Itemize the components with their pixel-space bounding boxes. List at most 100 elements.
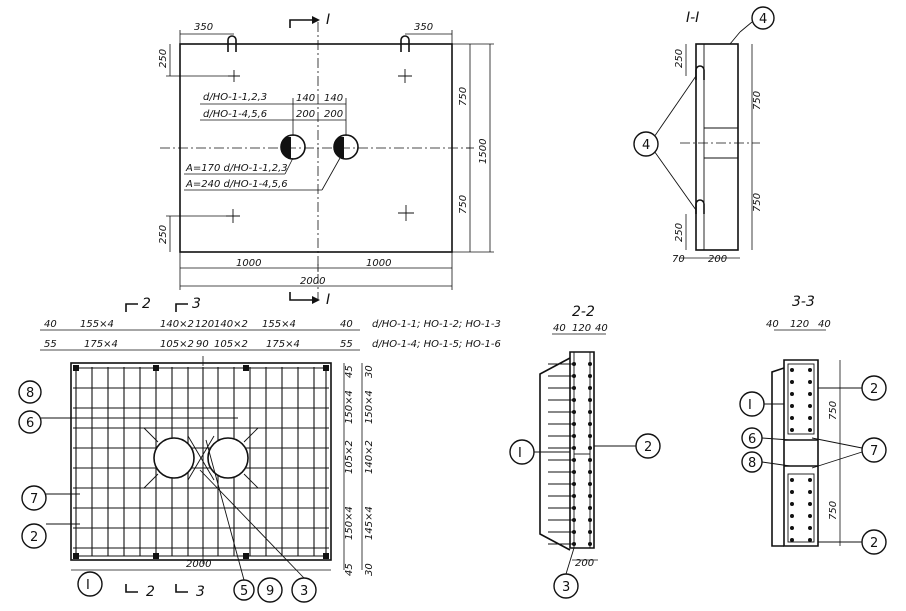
dim-sec11-foot-right: 200 [708, 254, 727, 265]
section-arrow-2-top [125, 303, 138, 312]
rebar-dot [588, 530, 592, 534]
rebar-dot [808, 392, 812, 396]
leader-line [284, 157, 294, 175]
section-I-I: I-I 250 250 750 750 70 200 4 4 [633, 6, 775, 265]
right-a-0: 45 [344, 365, 355, 378]
callout-2-sec33-top-label: 2 [870, 382, 878, 397]
callout-2-sec33-bottom-label: 2 [870, 536, 878, 551]
loop-top [695, 65, 705, 80]
section-arrow-3-bottom [175, 584, 188, 593]
rebar-dot [808, 380, 812, 384]
rebar-corner-node [153, 365, 159, 371]
rebar-corner-node [73, 365, 79, 371]
rebar-dot [588, 518, 592, 522]
callout-2 [21, 523, 47, 549]
section-2-2-bars [548, 362, 592, 546]
sec22-bottom: 200 [575, 558, 594, 569]
rebar-dot [808, 490, 812, 494]
dim-sec11-upper: 750 [752, 91, 763, 110]
callout-5-label: 5 [240, 584, 248, 599]
dim-left-bottom: 250 [158, 225, 169, 244]
callout-6-sec33-label: 6 [748, 432, 756, 447]
plan-mark-cross [398, 205, 414, 221]
section-2-2-chamfer [539, 357, 571, 551]
leader-line [565, 547, 575, 575]
note-d-123: d/НО-1-1,2,3 [203, 92, 267, 103]
right-b-2: 140×2 [364, 440, 375, 474]
section-3-3-step [771, 367, 785, 547]
rebar-dot [790, 478, 794, 482]
callout-6 [18, 410, 42, 434]
dim-hole-200b: 200 [324, 109, 343, 120]
row1-2: 140×2 [160, 319, 194, 330]
rebar-dot [790, 514, 794, 518]
leader-line [761, 461, 791, 467]
section-2-2-core [569, 351, 595, 549]
rebar-corner-node [243, 553, 249, 559]
right-b-1: 150×4 [364, 390, 375, 424]
callout-4-left-label: 4 [642, 138, 650, 153]
sec22-top-0: 40 [553, 323, 566, 334]
dim-sec11-foot-left: 70 [672, 254, 685, 265]
right-b-0: 30 [364, 365, 375, 378]
right-b-3: 145×4 [364, 506, 375, 540]
sec22-top-2: 40 [595, 323, 608, 334]
rebar-dot [790, 392, 794, 396]
sec22-top-1: 120 [572, 323, 591, 334]
leader-line [729, 31, 741, 45]
callout-I-sec22-label: I [518, 446, 522, 461]
section-3-mark-bottom: 3 [196, 584, 205, 600]
leader-line [205, 439, 245, 581]
right-a-1: 150×4 [344, 390, 355, 424]
rebar-corner-node [73, 553, 79, 559]
callout-2-sec22-label: 2 [644, 440, 652, 455]
row2-6: 55 [340, 339, 353, 350]
callout-I-sec22 [509, 439, 535, 465]
callout-7 [21, 485, 47, 511]
callout-I [77, 571, 103, 597]
rebar-dot [790, 538, 794, 542]
section-mark-bottom: I [326, 292, 330, 308]
leader-line [739, 21, 753, 33]
arrow-head [312, 296, 320, 304]
dim-right-upper: 750 [458, 87, 469, 106]
leader-line [811, 451, 863, 469]
opening-hatch [280, 137, 291, 158]
right-a-4: 45 [344, 563, 355, 576]
leader-line [199, 469, 305, 579]
leader-line [651, 75, 697, 141]
section-2-mark-bottom: 2 [146, 584, 155, 600]
rebar-dot [588, 482, 592, 486]
rebar-dot [588, 470, 592, 474]
opening-edge [784, 439, 818, 467]
reinf-opening-left [153, 437, 195, 479]
dim-sec11-lower: 750 [752, 193, 763, 212]
row2-0: 55 [44, 339, 57, 350]
row2-2: 105×2 [160, 339, 194, 350]
dim-sec11-bottom: 250 [674, 223, 685, 242]
callout-7-sec33-label: 7 [870, 444, 878, 459]
section-3-3-title: 3-3 [792, 294, 815, 310]
section-arrow-bottom [289, 292, 312, 301]
opening-diagonal-bars [143, 427, 259, 489]
plan-view: I I 350 350 250 250 750 750 1500 1000 [158, 12, 494, 308]
callout-8-label: 8 [26, 386, 34, 401]
plan-mark-cross [398, 69, 412, 83]
section-I-I-outline [695, 43, 739, 251]
reinf-note-1: d/НО-1-1; НО-1-2; НО-1-3 [372, 319, 501, 330]
leader-line [321, 157, 341, 191]
rebar-dot [588, 506, 592, 510]
rebar-dot [790, 502, 794, 506]
section-3-3-bars [790, 368, 812, 542]
leader-line [811, 437, 863, 449]
callout-4-top-label: 4 [759, 12, 767, 27]
rebar-dot [588, 374, 592, 378]
row1-0: 40 [44, 319, 57, 330]
dim-top-right: 350 [414, 22, 433, 33]
rebar-dot [808, 404, 812, 408]
callout-4-left [633, 131, 659, 157]
section-2-mark-top: 2 [142, 296, 151, 312]
dim-left-top: 250 [158, 49, 169, 68]
row1-5: 155×4 [262, 319, 296, 330]
